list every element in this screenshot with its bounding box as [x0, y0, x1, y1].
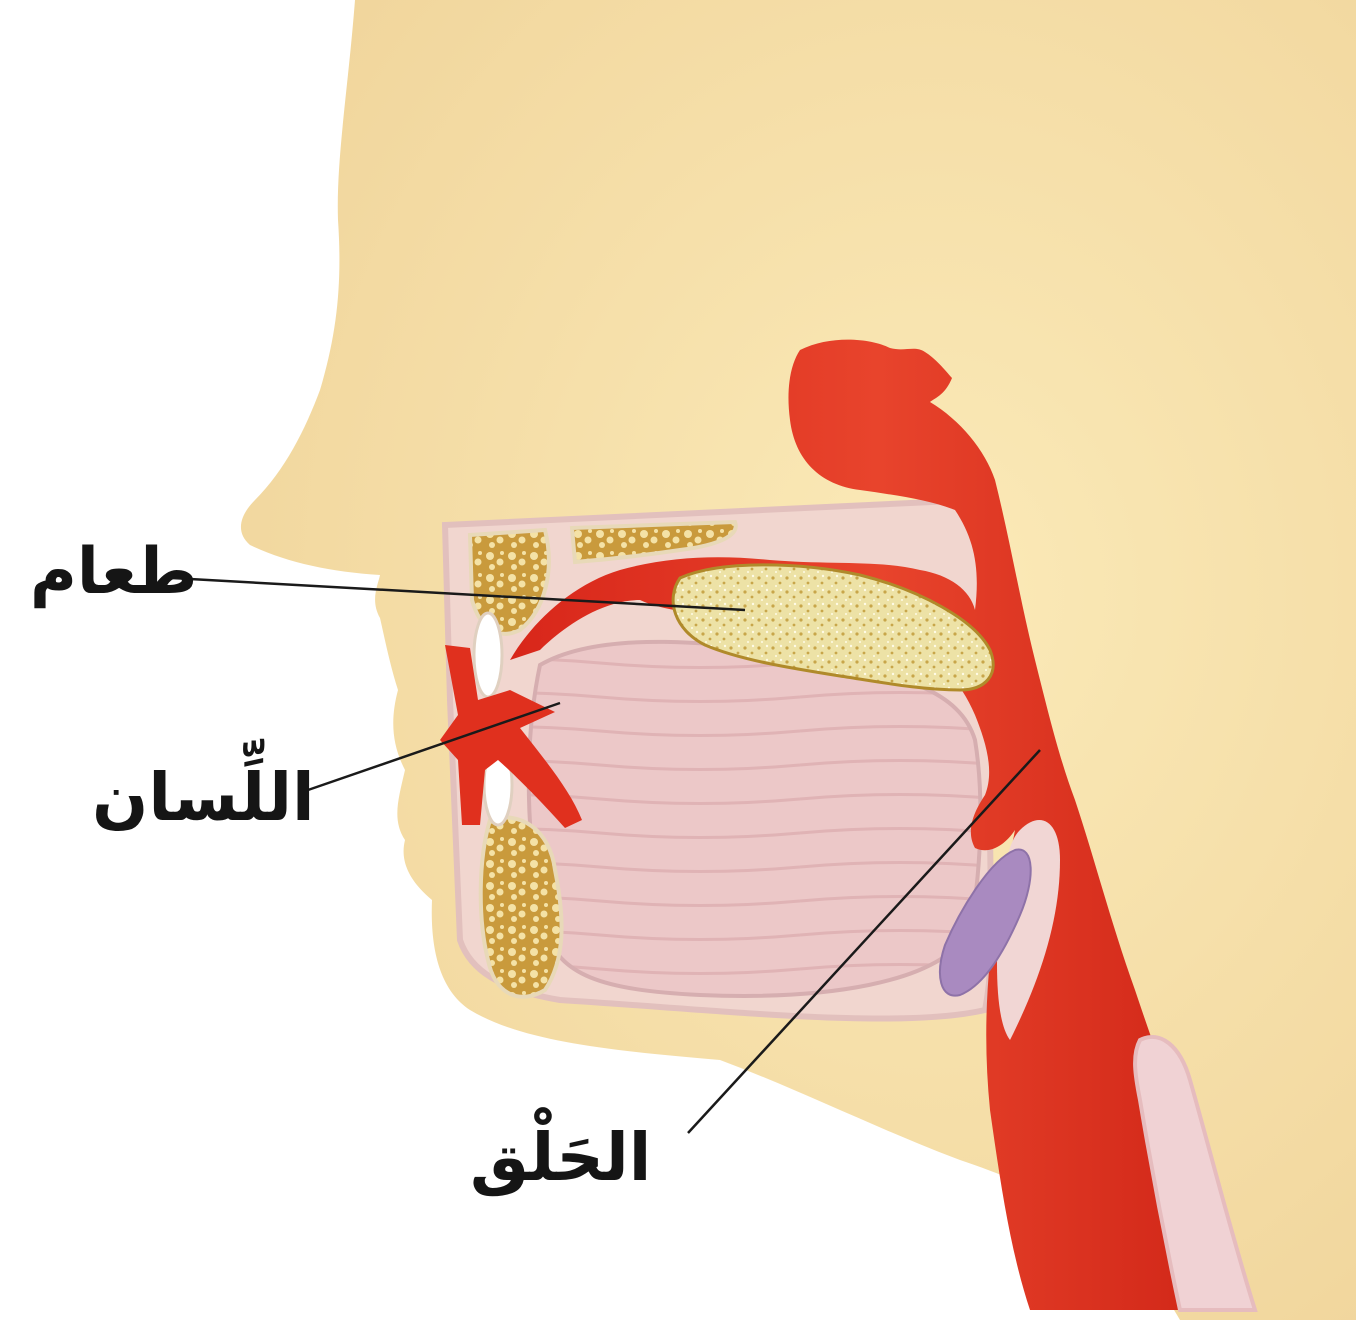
label-throat: الحَلْق [470, 1125, 651, 1191]
label-food: طعام [30, 540, 197, 604]
lower-jaw-bone [481, 817, 562, 996]
upper-tooth [474, 613, 502, 697]
tongue-shape [529, 642, 981, 996]
label-tongue: اللِّسان [92, 765, 315, 831]
